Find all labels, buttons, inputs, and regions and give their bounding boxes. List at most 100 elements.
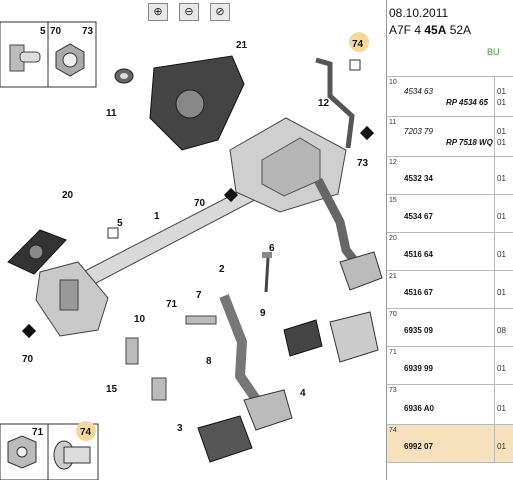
part-number: 4532 34 xyxy=(404,174,433,183)
column-divider xyxy=(494,77,495,117)
part-row-70[interactable]: 70 6935 09 08 xyxy=(387,308,513,347)
callout-1: 1 xyxy=(154,211,160,222)
pedal-pad-part-3 xyxy=(197,415,253,463)
qty: 01 xyxy=(497,250,506,259)
row-ref: 71 xyxy=(389,349,397,356)
arm-part-12 xyxy=(315,57,355,149)
badge-74-bottom xyxy=(76,421,96,441)
callout-3: 3 xyxy=(177,423,183,434)
callout-2: 2 xyxy=(219,264,225,275)
qty: 01 xyxy=(497,212,506,221)
part-number: 6939 99 xyxy=(404,364,433,373)
part-row-20[interactable]: 20 4516 64 01 xyxy=(387,232,513,271)
row-ref: 70 xyxy=(389,311,397,318)
qty: 01 xyxy=(497,127,506,136)
column-divider xyxy=(494,195,495,233)
grommet-part-11 xyxy=(114,68,134,84)
column-divider xyxy=(494,233,495,271)
part-row-21[interactable]: 21 4516 67 01 xyxy=(387,270,513,309)
callout-5: 5 xyxy=(40,26,46,37)
callout-74-inset: 74 xyxy=(80,427,92,438)
zoom-fit-icon[interactable]: ⊘ xyxy=(210,3,230,21)
callout-70-a: 70 xyxy=(194,198,206,209)
switch-part-15 xyxy=(151,377,167,401)
marker-73 xyxy=(359,125,375,141)
brake-pedal-part-2 xyxy=(219,294,293,431)
callout-6: 6 xyxy=(269,243,275,254)
part-row-71[interactable]: 71 6939 99 01 xyxy=(387,346,513,385)
callout-70-b: 70 xyxy=(22,354,34,365)
nut-part-71 xyxy=(7,435,37,469)
part-number: 6992 07 xyxy=(404,442,433,451)
pedal-pads-part-4 xyxy=(283,311,379,363)
qty: 08 xyxy=(497,326,506,335)
callout-73: 73 xyxy=(357,158,369,169)
callout-71: 71 xyxy=(166,299,178,310)
part-number: 4516 64 xyxy=(404,250,433,259)
bu-label: BU xyxy=(487,47,500,57)
callout-8: 8 xyxy=(206,356,212,367)
clutch-pedal xyxy=(314,177,383,291)
part-number: 6936 A0 xyxy=(404,404,434,413)
column-divider xyxy=(494,347,495,385)
callout-9: 9 xyxy=(260,308,266,319)
model-code: A7F 4 45A 52A xyxy=(389,23,471,37)
callout-5-main: 5 xyxy=(117,218,123,229)
qty-2: 01 xyxy=(497,138,506,147)
qty-2: 01 xyxy=(497,98,506,107)
marker-74 xyxy=(349,59,361,71)
bolt-part-74 xyxy=(53,440,91,470)
part-row-73[interactable]: 73 6936 A0 01 xyxy=(387,384,513,425)
zoom-toolbar: ⊕ ⊖ ⊘ xyxy=(0,0,386,21)
column-divider xyxy=(494,117,495,157)
badge-74-top xyxy=(349,32,369,52)
qty: 01 xyxy=(497,404,506,413)
callout-74: 74 xyxy=(352,39,364,50)
model-bold: 45A xyxy=(424,23,447,37)
callout-20: 20 xyxy=(62,190,74,201)
pedal-assembly-diagram: 5 70 73 71 74 1 2 3 4 5 6 7 8 9 10 11 12… xyxy=(0,21,383,480)
clip-marker-5 xyxy=(107,227,119,239)
callout-4: 4 xyxy=(300,388,306,399)
column-divider xyxy=(494,157,495,195)
table-bottom-border xyxy=(387,462,513,480)
clip-part-5 xyxy=(9,44,41,72)
row-ref: 12 xyxy=(389,159,397,166)
left-bracket xyxy=(35,261,109,337)
rp-number: RP 7518 WQ xyxy=(446,138,493,147)
part-number: 4534 67 xyxy=(404,212,433,221)
row-ref: 73 xyxy=(389,387,397,394)
part-number: 4534 63 xyxy=(404,87,433,96)
callout-7: 7 xyxy=(196,290,202,301)
diagram-panel: ⊕ ⊖ ⊘ xyxy=(0,0,387,480)
qty: 01 xyxy=(497,288,506,297)
row-ref: 15 xyxy=(389,197,397,204)
part-row-11[interactable]: 11 7203 79 RP 7518 WQ 01 01 xyxy=(387,116,513,157)
marker-70b xyxy=(21,323,37,339)
callout-70-inset: 70 xyxy=(50,26,62,37)
callout-10: 10 xyxy=(134,314,146,325)
callout-11: 11 xyxy=(106,108,117,119)
part-row-12[interactable]: 12 4532 34 01 xyxy=(387,156,513,195)
part-number: 7203 79 xyxy=(404,127,433,136)
column-divider xyxy=(494,309,495,347)
part-row-15[interactable]: 15 4534 67 01 xyxy=(387,194,513,233)
part-row-74[interactable]: 74 6992 07 01 xyxy=(387,424,513,463)
model-prefix: A7F 4 xyxy=(389,23,425,37)
callout-21: 21 xyxy=(236,40,248,51)
bolt-part-6 xyxy=(262,252,272,293)
model-suffix: 52A xyxy=(446,23,472,37)
catalog-date: 08.10.2011 xyxy=(389,6,449,20)
main-bracket xyxy=(229,117,347,213)
qty: 01 xyxy=(497,174,506,183)
column-divider xyxy=(494,385,495,425)
column-divider xyxy=(494,271,495,309)
zoom-in-icon[interactable]: ⊕ xyxy=(148,3,168,21)
part-number: 4516 67 xyxy=(404,288,433,297)
nut-part-73 xyxy=(55,43,85,77)
zoom-out-icon[interactable]: ⊖ xyxy=(179,3,199,21)
row-ref: 10 xyxy=(389,79,397,86)
row-ref: 11 xyxy=(389,119,397,126)
rp-number: RP 4534 65 xyxy=(446,98,488,107)
part-row-10[interactable]: 10 4534 63 RP 4534 65 01 01 xyxy=(387,76,513,117)
